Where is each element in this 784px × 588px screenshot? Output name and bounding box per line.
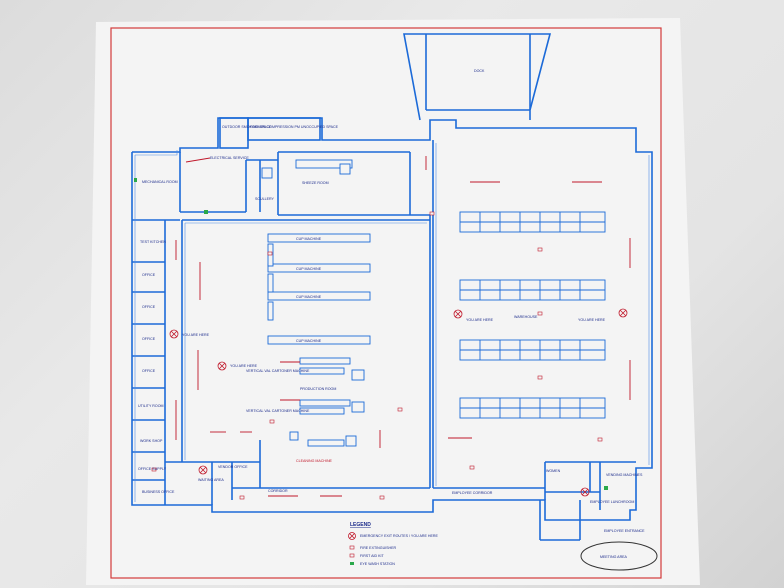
cartoner-1-shape <box>299 357 351 365</box>
label-employee-entrance: EMPLOYEE ENTRANCE <box>604 529 645 533</box>
room-labels: DOCK OUTDOOR SMOKING SPACE FORMER COMPRE… <box>138 69 645 559</box>
cup-machine-3-shape <box>267 291 371 301</box>
cleaning-machine-shape <box>307 439 345 447</box>
yah-label-2: YOU ARE HERE <box>230 364 258 368</box>
label-business-office: BUSINESS OFFICE <box>142 490 175 494</box>
safety-markers <box>151 211 603 500</box>
legend-item-fire-extinguisher: FIRE EXTINGUISHER <box>349 545 397 550</box>
label-cartoner-2: VERTICAL VAL CARTONER MACHINE <box>246 409 310 413</box>
legend-item-first-aid: FIRST AID KIT <box>349 553 385 558</box>
meeting-area-outline <box>580 541 658 571</box>
label-electrical-service: ELECTRICAL SERVICE <box>210 156 249 160</box>
label-scullery: SCULLERY <box>255 197 275 201</box>
yah-label-4: YOU ARE HERE <box>578 318 606 322</box>
cup-machine-1-shape <box>267 233 371 243</box>
yah-marker-5 <box>198 465 208 475</box>
cup-machine-2-shape <box>267 263 371 273</box>
label-office-4: OFFICE <box>142 369 156 373</box>
paper-sheet <box>86 18 700 585</box>
label-office-supply: OFFICE SUPPLY <box>138 467 167 471</box>
label-warehouse: WAREHOUSE <box>514 315 538 319</box>
inner-wall-lines <box>134 143 650 502</box>
label-employee-corridor: EMPLOYEE CORRIDOR <box>452 491 493 495</box>
legend-title: LEGEND <box>350 522 371 528</box>
rack-row-1 <box>459 211 606 233</box>
cup-machine-4-shape <box>267 335 371 345</box>
exit-route-arrows <box>175 156 631 497</box>
production-machines <box>261 159 371 447</box>
label-office-1: OFFICE <box>142 273 156 277</box>
rack-row-3 <box>459 339 606 361</box>
label-cup-machine-2: CUP MACHINE <box>296 267 322 271</box>
legend-label-first-aid: FIRST AID KIT <box>360 554 385 558</box>
label-utility-room: UTILITY ROOM <box>138 404 164 408</box>
label-women: WOMEN <box>546 469 561 473</box>
drawing-border <box>110 27 662 579</box>
label-office-3: OFFICE <box>142 337 156 341</box>
warehouse-racks <box>459 211 606 419</box>
yah-marker-3 <box>453 309 463 319</box>
label-outdoor-smoking: OUTDOOR SMOKING SPACE <box>222 125 272 129</box>
label-cartoner-1: VERTICAL VAL CARTONER MACHINE <box>246 369 310 373</box>
yah-marker-1 <box>169 329 179 339</box>
you-are-here-markers <box>169 308 628 497</box>
legend: LEGEND EMERGENCY EXIT ROUTES / YOU ARE H… <box>348 522 438 566</box>
label-cup-machine-4: CUP MACHINE <box>296 339 322 343</box>
building-walls <box>131 33 653 541</box>
rack-row-4 <box>459 397 606 419</box>
label-work-shop: WORK SHOP <box>140 439 163 443</box>
yah-marker-2 <box>217 361 227 371</box>
label-vending-machines: VENDING MACHINES <box>606 473 643 477</box>
legend-item-exit-routes: EMERGENCY EXIT ROUTES / YOU ARE HERE <box>348 532 438 540</box>
label-cup-machine-3: CUP MACHINE <box>296 295 322 299</box>
eye-wash-markers <box>134 178 608 490</box>
label-mechanical-room: MECHANICAL ROOM <box>142 180 178 184</box>
label-production-room: PRODUCTION ROOM <box>300 387 336 391</box>
yah-label-3: YOU ARE HERE <box>466 318 494 322</box>
label-office-2: OFFICE <box>142 305 156 309</box>
label-meeting-area: MEETING AREA <box>600 555 628 559</box>
label-sheeze-room: SHEEZE ROOM <box>302 181 329 185</box>
yah-label-1: YOU ARE HERE <box>182 333 210 337</box>
cartoner-2-shape <box>299 399 351 407</box>
legend-label-eye-wash: EYE WASH STATION <box>360 562 395 566</box>
label-test-kitchen: TEST KITCHEN <box>140 240 166 244</box>
label-vendor-office: VENDOR OFFICE <box>218 465 248 469</box>
label-dock: DOCK <box>474 69 485 73</box>
label-cup-machine-1: CUP MACHINE <box>296 237 322 241</box>
yah-marker-4 <box>618 308 628 318</box>
rack-row-2 <box>459 279 606 301</box>
label-former-compression: FORMER COMPRESSION PM UNOCCUPIED SPACE <box>250 125 339 129</box>
legend-label-exit: EMERGENCY EXIT ROUTES / YOU ARE HERE <box>360 534 438 538</box>
yah-marker-6 <box>580 487 590 497</box>
legend-label-extinguisher: FIRE EXTINGUISHER <box>360 546 397 550</box>
label-employee-lunchroom: EMPLOYEE LUNCHROOM <box>590 500 634 504</box>
label-cleaning-machine: CLEANING MACHINE <box>296 459 333 463</box>
label-waiting-area: WAITING AREA <box>198 478 224 482</box>
legend-item-eye-wash: EYE WASH STATION <box>350 562 395 566</box>
label-corridor: CORRIDOR <box>268 489 288 493</box>
